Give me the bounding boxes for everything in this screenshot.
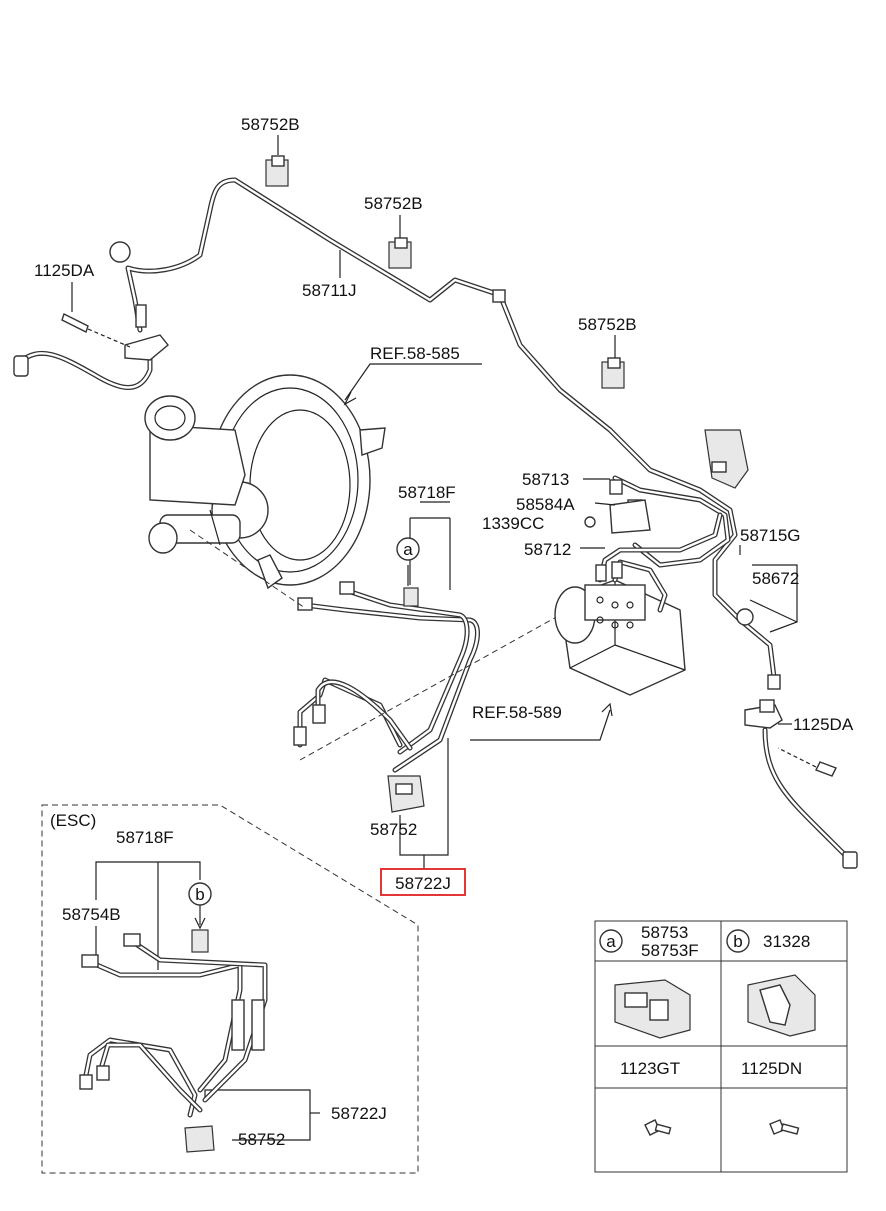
brake-booster [209,374,386,590]
clip-58752B-mid-icon [388,237,412,269]
esc-label-tube-assy: 58722J [331,1104,387,1123]
legend-b-part: 31328 [763,932,810,951]
esc-title: (ESC) [50,811,96,830]
legend-bolt1: 1123GT [620,1059,680,1078]
callout-a: a [396,537,420,561]
legend-a-part2: 58753F [641,941,699,960]
abs-unit [554,579,686,696]
bracket-top-right-icon [704,429,749,489]
esc-label-tube-left: 58754B [62,905,121,924]
label-bolt-right: 1125DA [793,715,854,734]
legend-b-letter: b [733,932,742,951]
clip-31328-icon [747,974,816,1037]
esc-label-tube-front: 58718F [116,828,174,847]
label-bracket: 58584A [516,495,575,514]
label-bolt-abs: 1339CC [482,514,544,533]
clip-58752-bottom-icon [387,775,425,813]
master-cylinder [144,395,246,554]
callout-b-letter: b [195,885,204,904]
label-clip-bottom: 58752 [370,820,417,839]
label-bolt-left: 1125DA [34,261,95,280]
front-brake-tubes [293,581,480,773]
label-clip-mid: 58752B [364,194,423,213]
right-brake-hose [744,699,858,869]
highlight-58722J: 58722J [380,868,466,896]
top-brake-tube [109,177,781,690]
clip-58752B-top-icon [265,155,289,187]
ref-dashline-1 [189,529,306,609]
label-clip-right: 58752B [578,315,637,334]
clip-58752B-right-icon [601,357,625,389]
label-ref-booster: REF.58-585 [370,344,460,363]
legend-a-letter: a [606,932,616,951]
label-tube-abs2: 58712 [524,540,571,559]
clip-58753-icon [614,979,691,1039]
left-brake-line [13,304,169,390]
legend-table: a 58753 58753F b 31328 1123GT 1125DN [594,920,848,1173]
callout-a-letter: a [403,540,413,559]
label-tube-top: 58711J [302,281,357,300]
label-tube-assy: 58722J [395,874,451,893]
label-hose: 58672 [752,569,799,588]
leader-lines [71,135,798,870]
bolt-1125DN-icon [769,1119,800,1135]
label-tube-right: 58715G [740,526,801,545]
label-tube-abs: 58713 [522,470,569,489]
legend-bolt2: 1125DN [741,1059,802,1078]
abs-tubes [584,475,731,613]
label-clip-top: 58752B [241,115,300,134]
legend-a-part1: 58753 [641,923,688,942]
label-ref-abs: REF.58-589 [472,703,562,722]
main-labels: 58752B 58752B 1125DA 58711J 58752B REF.5… [34,115,854,839]
bolt-1123GT-icon [644,1119,672,1136]
label-tube-front: 58718F [398,483,456,502]
esc-inset: (ESC) 58718F 58754B 58722J 58752 b [41,804,419,1174]
